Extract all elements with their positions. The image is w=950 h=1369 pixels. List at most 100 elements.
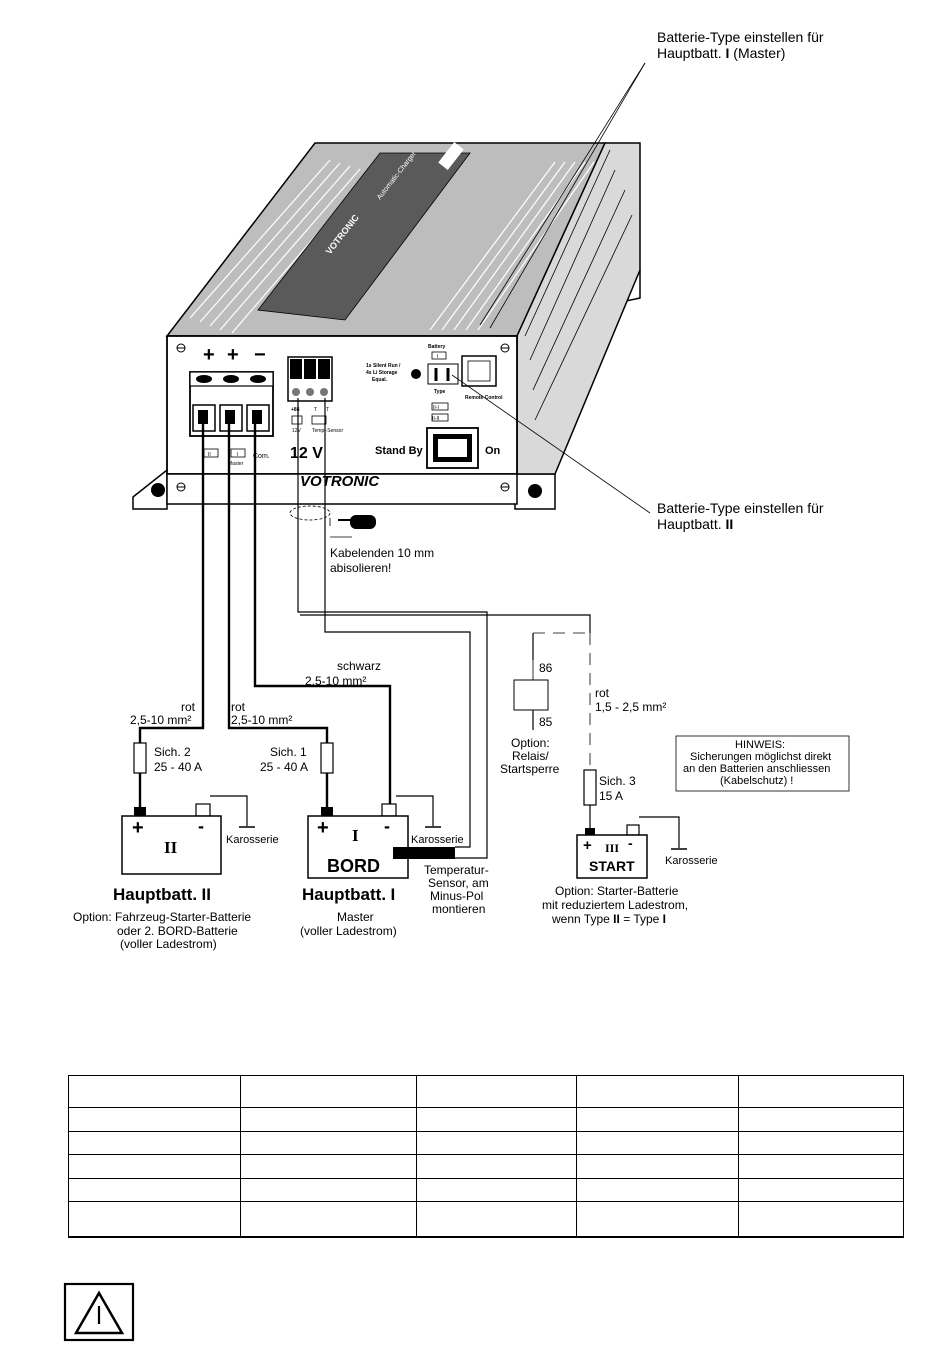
relay-opt2: Relais/	[512, 749, 549, 763]
fuse2-name: Sich. 2	[154, 745, 191, 759]
table-row	[68, 1177, 904, 1203]
fuse3-rating: 15 A	[599, 789, 623, 803]
empty-table	[68, 1075, 904, 1239]
table-cell	[576, 1177, 740, 1203]
b1-ground: Karosserie	[411, 834, 464, 846]
mini-i: I	[437, 354, 438, 360]
b2-numeral: II	[164, 838, 178, 857]
table-cell	[415, 1130, 578, 1156]
rot-left-size: 2,5-10 mm²	[130, 713, 191, 727]
table-cell	[738, 1075, 904, 1108]
relay-86: 86	[539, 661, 553, 675]
callout-bottom-line2b: II	[726, 516, 734, 532]
terminal-plus-1: +	[203, 344, 215, 366]
fuse-2	[133, 742, 147, 774]
callout-top-line1: Batterie-Type einstellen für	[657, 29, 824, 45]
b3-desc1: Option: Starter-Batterie	[555, 884, 679, 898]
note-title: HINWEIS:	[735, 739, 785, 751]
svg-text:Hauptbatt. II: Hauptbatt. II	[113, 885, 211, 904]
b2-desc2: oder 2. BORD-Batterie	[117, 924, 238, 938]
rot-mid-size: 2,5-10 mm²	[231, 713, 292, 727]
battery-label: Battery	[428, 344, 445, 350]
cable-strip-note: Kabelenden 10 mm abisolieren!	[289, 505, 434, 575]
mode-button[interactable]	[411, 369, 421, 379]
callout-bottom: Batterie-Type einstellen für Hauptbatt. …	[451, 374, 824, 532]
fuse1-name: Sich. 1	[270, 745, 307, 759]
term-label-master: Master	[228, 461, 244, 467]
b3-desc3d: I	[663, 912, 666, 926]
sensor-12v: 12V	[292, 428, 302, 434]
table-row	[68, 1075, 904, 1108]
table-row	[68, 1107, 904, 1132]
silent-run-label: 1s Silent Run /	[366, 363, 401, 369]
table-cell	[68, 1177, 241, 1203]
b2-minus: -	[198, 816, 204, 836]
note-line3: (Kabelschutz) !	[720, 775, 793, 787]
table-cell	[738, 1177, 904, 1203]
charger-device: VOTRONIC Automatic-Charger + + −	[132, 142, 641, 510]
schwarz-size: 2,5-10 mm²	[305, 674, 366, 688]
battery-iii	[576, 816, 687, 879]
brand-logo: VOTRONIC	[300, 473, 380, 490]
table-cell	[415, 1154, 578, 1179]
table-cell	[415, 1201, 578, 1239]
mount-hole-left	[151, 483, 165, 497]
li-storage-label: 4s Li Storage	[366, 370, 398, 376]
note-line2: an den Batterien anschliessen	[683, 763, 830, 775]
b1-title-a: Hauptbatt.	[302, 885, 386, 904]
b3-desc3c: = Type	[623, 912, 659, 926]
b2-desc1: Option: Fahrzeug-Starter-Batterie	[73, 910, 251, 924]
svg-text:wenn Type II = Type: wenn Type II = Type I	[551, 912, 666, 926]
terminal-minus: −	[254, 344, 266, 366]
svg-text:Hauptbatt. I: Hauptbatt. I	[302, 885, 395, 904]
rot-mid-label: rot	[231, 700, 246, 714]
table-cell	[239, 1154, 417, 1179]
b2-desc3: (voller Ladestrom)	[120, 937, 217, 951]
callout-top-line2a: Hauptbatt.	[657, 45, 722, 61]
on-label: On	[485, 445, 501, 457]
voltage-label: 12 V	[290, 445, 323, 462]
svg-text:Hauptbatt. I (Mast: Hauptbatt. I (Master)	[657, 45, 785, 61]
wires	[138, 398, 591, 859]
term-label-ii: II	[208, 452, 211, 458]
rot-left-label: rot	[181, 700, 196, 714]
b3-plus: +	[583, 837, 592, 854]
b1-minus: -	[384, 816, 390, 836]
b1-title-b: I	[391, 885, 396, 904]
callout-bottom-line2a: Hauptbatt.	[657, 516, 722, 532]
callout-top-line2b: I	[726, 45, 730, 61]
schwarz-label: schwarz	[337, 659, 381, 673]
term-label-com: Com.	[253, 453, 270, 460]
table-cell	[239, 1075, 417, 1108]
callout-top: Batterie-Type einstellen für Hauptbatt. …	[479, 29, 824, 329]
type-label: Type	[434, 389, 446, 395]
table-cell	[415, 1177, 578, 1203]
table-cell	[239, 1130, 417, 1156]
table-cell	[738, 1201, 904, 1239]
rot-right-size: 1,5 - 2,5 mm²	[595, 700, 666, 714]
b3-label: START	[589, 858, 635, 874]
b3-numeral: III	[605, 841, 619, 855]
table-cell	[738, 1154, 904, 1179]
fuse2-rating: 25 - 40 A	[154, 760, 202, 774]
b2-ground: Karosserie	[226, 834, 279, 846]
b1-numeral: I	[352, 826, 359, 845]
relay	[513, 660, 549, 711]
battery-i	[307, 795, 455, 879]
temp-sensor	[393, 847, 455, 859]
term-label-i: I	[237, 452, 238, 458]
table-cell	[239, 1201, 417, 1239]
table-cell	[738, 1130, 904, 1156]
callout-bottom-line1: Batterie-Type einstellen für	[657, 500, 824, 516]
table-cell	[415, 1075, 578, 1108]
relay-opt1: Option:	[511, 736, 550, 750]
b3-desc3b: II	[613, 912, 620, 926]
svg-text:Hauptbatt. II: Hauptbatt. II	[657, 516, 733, 532]
type-switch[interactable]	[427, 363, 459, 385]
remote-control-socket[interactable]	[461, 355, 497, 387]
note-box	[675, 735, 850, 792]
table-cell	[68, 1130, 241, 1156]
table-cell	[239, 1177, 417, 1203]
temp-sensor-l1: Temperatur-	[424, 863, 489, 877]
